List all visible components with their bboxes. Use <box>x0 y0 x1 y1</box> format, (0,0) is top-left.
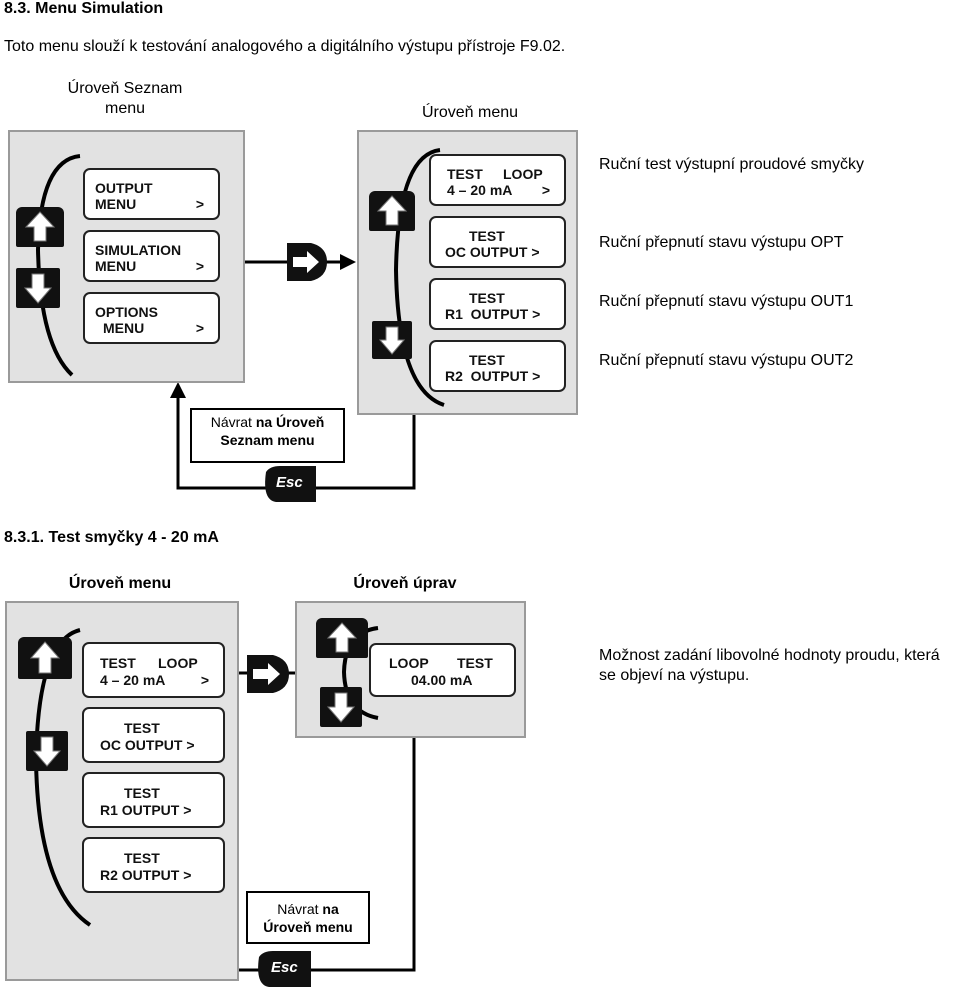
menu-item-test-oc-output[interactable]: TEST OC OUTPUT > <box>429 216 566 268</box>
return-text-line2: Seznam menu <box>220 432 315 448</box>
lcd-line2: 4 – 20 mA <box>447 182 513 198</box>
description-r2-output: Ruční přepnutí stavu výstupu OUT2 <box>599 352 854 369</box>
menu2-item-test-loop[interactable]: TEST LOOP 4 – 20 mA > <box>82 642 225 698</box>
return-text-a: Návrat <box>210 414 256 430</box>
down-arrow-icon <box>32 736 62 767</box>
enter-icon <box>247 655 289 693</box>
description-oc-output: Ruční přepnutí stavu výstupu OPT <box>599 234 844 251</box>
return-to-menu-box: Návrat na Úroveň menu <box>246 891 370 944</box>
lcd-line2: OC OUTPUT > <box>100 737 195 753</box>
lcd-line1: OPTIONS <box>95 304 159 320</box>
esc-label: Esc <box>271 959 298 976</box>
lcd-arrow: > <box>195 320 204 336</box>
edit-description-line2: se objeví na výstupu. <box>599 667 750 684</box>
up-button[interactable] <box>16 207 64 247</box>
down-button[interactable] <box>372 321 412 359</box>
lcd-line1: TEST <box>469 228 505 244</box>
down-button[interactable] <box>16 268 60 308</box>
lcd-arrow: > <box>195 196 204 212</box>
lcd-line2: R1 OUTPUT > <box>445 306 541 322</box>
lcd-line2: R1 OUTPUT > <box>100 802 192 818</box>
description-test-loop: Ruční test výstupní proudové smyčky <box>599 156 864 173</box>
enter-button[interactable] <box>247 655 289 693</box>
up-arrow-icon <box>376 195 408 226</box>
lcd-line2: MENU <box>103 320 145 336</box>
lcd-line1: TEST <box>469 352 505 368</box>
lcd-line1b: LOOP <box>503 166 543 182</box>
list-level-label-line1: Úroveň Seznam <box>67 80 183 97</box>
subsection-heading: 8.3.1. Test smyčky 4 - 20 mA <box>4 529 219 546</box>
list-item-simulation-menu[interactable]: SIMULATION MENU > <box>83 230 220 282</box>
list-level-label: Úroveň Seznam menu <box>50 79 200 119</box>
list-item-options-menu[interactable]: OPTIONS MENU > <box>83 292 220 344</box>
esc-icon <box>258 951 311 987</box>
esc-button[interactable]: Esc <box>262 466 318 502</box>
esc-icon <box>265 466 316 502</box>
return-text-b: na Úroveň <box>255 414 325 430</box>
edit-description: Možnost zadání libovolné hodnoty proudu,… <box>599 646 959 686</box>
menu2-item-test-oc-output[interactable]: TEST OC OUTPUT > <box>82 707 225 763</box>
lcd-arrow: > <box>195 258 204 274</box>
up-button[interactable] <box>18 637 72 679</box>
enter-icon <box>287 243 327 281</box>
lcd-line1b: TEST <box>457 655 493 671</box>
esc-label: Esc <box>276 474 303 491</box>
lcd-line1a: LOOP <box>389 655 429 671</box>
lcd-line1: TEST <box>124 720 160 736</box>
description-r1-output: Ruční přepnutí stavu výstupu OUT1 <box>599 293 854 310</box>
section-intro: Toto menu slouží k testování analogového… <box>4 38 566 55</box>
lcd-line2: 4 – 20 mA <box>100 672 166 688</box>
return-to-list-box: Návrat na Úroveň Seznam menu <box>190 408 345 463</box>
menu-item-test-r1-output[interactable]: TEST R1 OUTPUT > <box>429 278 566 330</box>
return-text-b: na <box>322 901 339 917</box>
lcd-line2: R2 OUTPUT > <box>445 368 541 384</box>
edit-description-line1: Možnost zadání libovolné hodnoty proudu,… <box>599 647 940 664</box>
lcd-line1: OUTPUT <box>95 180 153 196</box>
edit-loop-display[interactable]: LOOP TEST 04.00 mA <box>369 643 516 697</box>
menu-item-test-loop[interactable]: TEST LOOP 4 – 20 mA > <box>429 154 566 206</box>
up-button[interactable] <box>369 191 415 231</box>
menu2-item-test-r1-output[interactable]: TEST R1 OUTPUT > <box>82 772 225 828</box>
menu-item-test-r2-output[interactable]: TEST R2 OUTPUT > <box>429 340 566 392</box>
lcd-line1b: LOOP <box>158 655 198 671</box>
up-button[interactable] <box>316 618 368 658</box>
lcd-line1a: TEST <box>100 655 136 671</box>
esc-button[interactable]: Esc <box>255 951 313 987</box>
enter-button[interactable] <box>287 243 327 281</box>
down-arrow-icon <box>23 273 53 304</box>
lcd-line2: MENU <box>95 196 137 212</box>
menu-level-label: Úroveň menu <box>421 104 519 121</box>
down-button[interactable] <box>26 731 68 771</box>
lcd-arrow: > <box>541 182 550 198</box>
lcd-line1a: TEST <box>447 166 483 182</box>
lcd-line1: TEST <box>124 785 160 801</box>
list-item-output-menu[interactable]: OUTPUT MENU > <box>83 168 220 220</box>
up-arrow-icon <box>326 622 358 653</box>
lcd-arrow: > <box>200 672 209 688</box>
menu-level-label-2: Úroveň menu <box>68 575 172 592</box>
section-heading: 8.3. Menu Simulation <box>4 0 164 17</box>
list-level-label-line2: menu <box>104 100 146 117</box>
menu2-item-test-r2-output[interactable]: TEST R2 OUTPUT > <box>82 837 225 893</box>
up-arrow-icon <box>29 641 61 674</box>
return-text-a: Návrat <box>277 901 323 917</box>
return-text-line2: Úroveň menu <box>263 919 353 935</box>
down-arrow-icon <box>326 692 356 723</box>
lcd-line1: TEST <box>124 850 160 866</box>
lcd-line1: SIMULATION <box>95 242 182 258</box>
lcd-line2: OC OUTPUT > <box>445 244 540 260</box>
lcd-line2: MENU <box>95 258 137 274</box>
edit-level-label: Úroveň úprav <box>353 575 457 592</box>
down-arrow-icon <box>378 326 406 355</box>
return-arrowhead <box>170 382 186 398</box>
lcd-line1: TEST <box>469 290 505 306</box>
lcd-value: 04.00 mA <box>411 672 473 688</box>
lcd-line2: R2 OUTPUT > <box>100 867 192 883</box>
enter-arrowhead <box>340 254 356 270</box>
down-button[interactable] <box>320 687 362 727</box>
up-arrow-icon <box>24 211 56 242</box>
